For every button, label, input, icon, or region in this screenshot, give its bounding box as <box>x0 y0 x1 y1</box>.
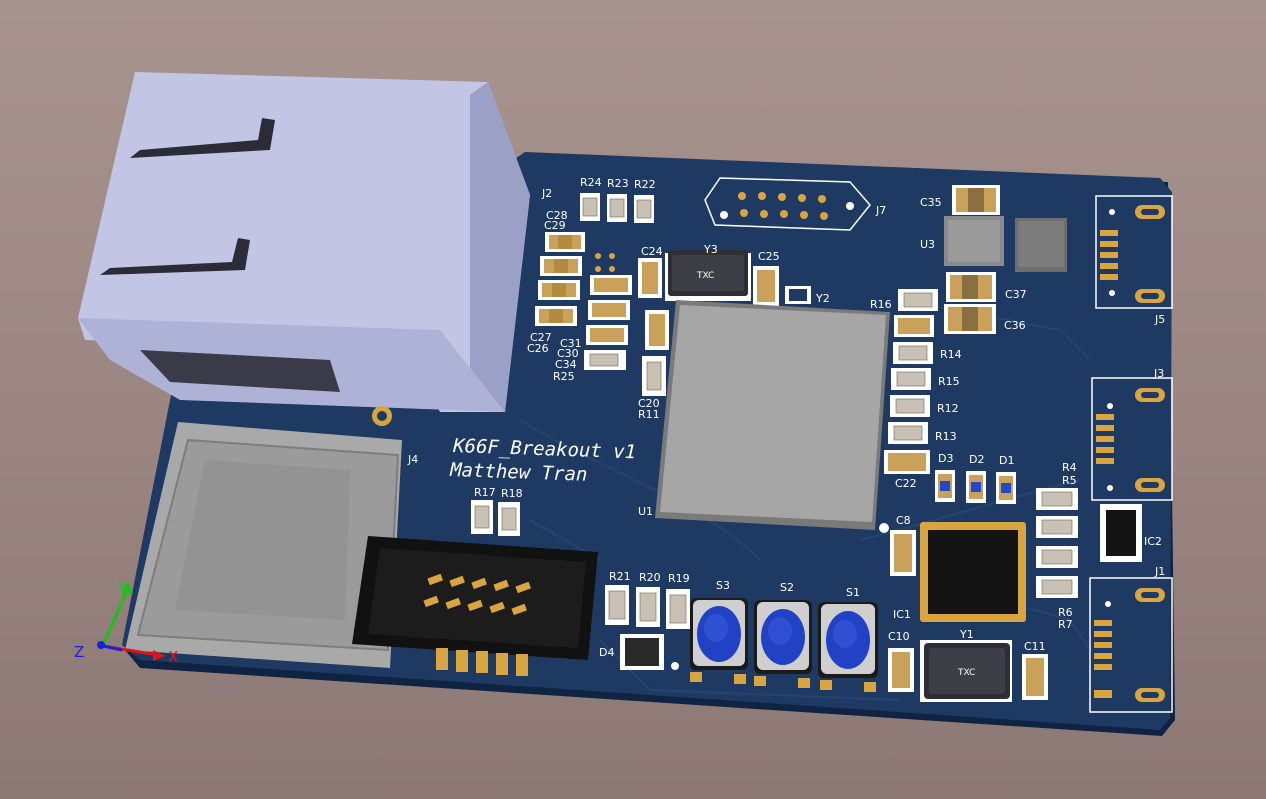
label-C27: C27 <box>530 331 552 344</box>
tactile-switch-icon[interactable] <box>690 598 878 692</box>
mcu-u1 <box>655 300 890 530</box>
label-C22: C22 <box>895 477 917 490</box>
label-C10: C10 <box>888 630 910 643</box>
label-R7: R7 <box>1058 618 1073 631</box>
board-title-line2: Matthew Tran <box>449 459 588 486</box>
label-C36: C36 <box>1004 319 1026 332</box>
label-R18: R18 <box>501 487 523 500</box>
resistor-column-right <box>884 289 938 474</box>
axis-triad-icon: Y X Z <box>74 579 178 666</box>
label-C30: C30 <box>557 347 579 360</box>
label-S1: S1 <box>846 586 860 599</box>
axis-y-label: Y <box>117 579 128 597</box>
resistor-column-r4-r7 <box>1036 488 1078 598</box>
switch-s2[interactable] <box>754 600 812 688</box>
resistors-r19-r21 <box>605 585 690 629</box>
label-J2: J2 <box>541 187 552 200</box>
label-J7: J7 <box>875 204 886 217</box>
label-C8: C8 <box>896 514 911 527</box>
phy-ic1 <box>920 522 1026 622</box>
passives-y2 <box>753 266 811 306</box>
label-D4: D4 <box>599 646 614 659</box>
sd-card-slot-icon[interactable] <box>125 422 402 668</box>
label-R24: R24 <box>580 176 602 189</box>
crystal-y3: TXC <box>665 250 751 301</box>
label-R19: R19 <box>668 572 690 585</box>
label-C29: C29 <box>544 219 566 232</box>
label-S2: S2 <box>780 581 794 594</box>
label-C20: C20 <box>638 397 660 410</box>
connector-j3[interactable] <box>1091 377 1173 501</box>
label-S3: S3 <box>716 579 730 592</box>
label-R6: R6 <box>1058 606 1073 619</box>
label-Y2: Y2 <box>815 292 830 305</box>
label-R13: R13 <box>935 430 957 443</box>
label-Y3: Y3 <box>703 243 718 256</box>
label-R16: R16 <box>870 298 892 311</box>
regulator-u3 <box>944 185 1067 334</box>
label-C24: C24 <box>641 245 663 258</box>
label-R23: R23 <box>607 177 629 190</box>
label-C28: C28 <box>546 209 568 222</box>
label-J4: J4 <box>407 453 418 466</box>
label-R25: R25 <box>553 370 575 383</box>
switch-s1[interactable] <box>818 602 878 692</box>
axis-z-label: Z <box>74 643 84 661</box>
label-R4: R4 <box>1062 461 1077 474</box>
jtag-connector[interactable] <box>704 177 871 231</box>
crystal-marking: TXC <box>696 271 714 281</box>
led-group <box>935 470 1016 504</box>
connector-j1[interactable] <box>1089 577 1173 713</box>
svg-text:TXC: TXC <box>957 668 975 678</box>
label-R21: R21 <box>609 570 631 583</box>
axis-x-label: X <box>168 648 178 666</box>
label-D3: D3 <box>938 452 953 465</box>
label-C25: C25 <box>758 250 780 263</box>
resistors-r17-r18 <box>471 500 520 536</box>
resistor-group-top <box>580 193 654 223</box>
label-C37: C37 <box>1005 288 1027 301</box>
label-J5: J5 <box>1154 313 1165 326</box>
capacitor-stack-left <box>535 232 585 326</box>
ic2 <box>1100 504 1142 562</box>
label-Y1: Y1 <box>959 628 974 641</box>
diode-d4 <box>620 634 664 670</box>
label-C35: C35 <box>920 196 942 209</box>
label-R22: R22 <box>634 178 656 191</box>
label-R5: R5 <box>1062 474 1077 487</box>
label-R14: R14 <box>940 348 962 361</box>
label-R12: R12 <box>937 402 959 415</box>
label-J1: J1 <box>1154 565 1165 578</box>
capacitor-stack-mid <box>584 253 632 370</box>
label-C31: C31 <box>560 337 582 350</box>
label-R15: R15 <box>938 375 960 388</box>
label-IC2: IC2 <box>1144 535 1162 548</box>
label-C11: C11 <box>1024 640 1046 653</box>
label-U3: U3 <box>920 238 935 251</box>
rj45-jack-icon[interactable] <box>78 72 530 426</box>
label-R20: R20 <box>639 571 661 584</box>
label-R11: R11 <box>638 408 660 421</box>
passives-near-mcu <box>638 258 669 396</box>
connector-j5[interactable] <box>1095 195 1173 309</box>
switch-s3[interactable] <box>690 598 748 684</box>
label-D2: D2 <box>969 453 984 466</box>
label-C26: C26 <box>527 342 549 355</box>
label-R17: R17 <box>474 486 496 499</box>
label-D1: D1 <box>999 454 1014 467</box>
capacitor-c8 <box>879 523 916 576</box>
debug-header-connector[interactable] <box>352 536 598 676</box>
label-J3: J3 <box>1153 367 1164 380</box>
label-U1: U1 <box>638 505 653 518</box>
label-C34: C34 <box>555 358 577 371</box>
label-IC1: IC1 <box>893 608 911 621</box>
crystal-y1: TXC <box>888 640 1048 702</box>
